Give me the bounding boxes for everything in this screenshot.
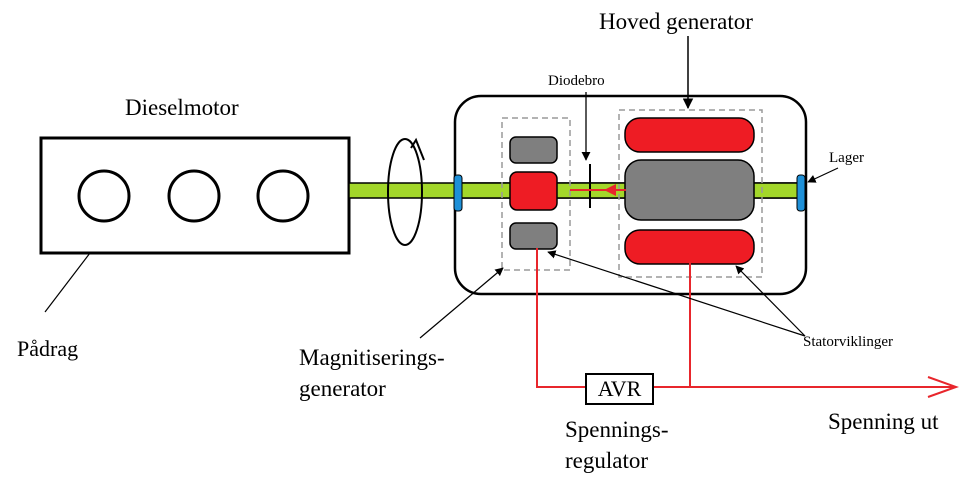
avr-label: AVR xyxy=(598,376,642,401)
stator-label: Statorviklinger xyxy=(803,334,893,350)
main-stator-bottom xyxy=(624,229,755,265)
exciter-label-line2: generator xyxy=(299,376,386,401)
cylinder-1 xyxy=(77,169,131,223)
diesel-label: Dieselmotor xyxy=(125,95,239,120)
cylinder-2 xyxy=(167,169,221,223)
avr-box xyxy=(585,373,654,405)
throttle-label: Pådrag xyxy=(17,336,78,361)
main-generator-label: Hoved generator xyxy=(599,9,753,34)
regulator-label-line1: Spennings- xyxy=(565,417,669,442)
diode-label: Diodebro xyxy=(548,73,605,89)
bearing-right xyxy=(796,174,806,212)
diode-bridge xyxy=(570,164,626,208)
regulator-label-line2: regulator xyxy=(565,448,648,473)
bearing-label: Lager xyxy=(829,150,864,166)
voltage-out-label: Spenning ut xyxy=(828,409,939,434)
bearing-left xyxy=(453,174,463,212)
exciter-stator-top xyxy=(509,136,558,164)
main-rotor xyxy=(624,159,755,221)
main-stator-top xyxy=(624,117,755,153)
cylinder-3 xyxy=(256,169,310,223)
exciter-rotor xyxy=(509,171,558,211)
diesel-engine xyxy=(39,136,351,255)
exciter-label-line1: Magnitiserings- xyxy=(299,345,445,370)
exciter-stator-bottom xyxy=(509,222,558,250)
output-wiring xyxy=(536,248,959,398)
rotation-arrow xyxy=(387,137,425,246)
